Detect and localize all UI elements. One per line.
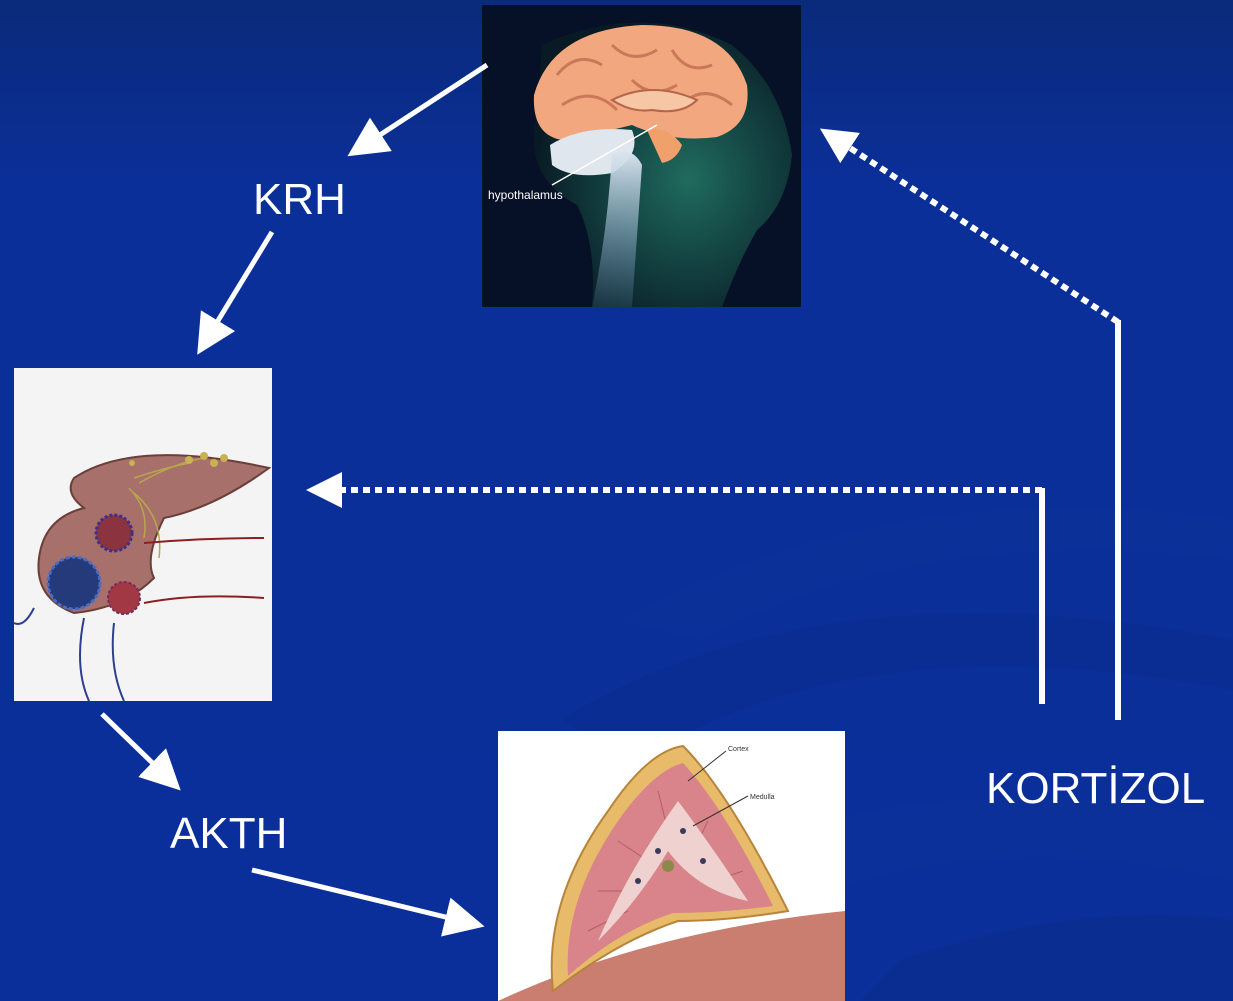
krh-label: KRH — [253, 178, 346, 222]
arrow-akth-to-adrenal — [252, 870, 470, 923]
kortizol-label: KORTİZOL — [986, 767, 1205, 811]
akth-label: AKTH — [170, 812, 287, 856]
feedback-arrow-to-brain — [830, 135, 1118, 322]
arrow-brain-to-krh — [360, 65, 487, 148]
arrow-krh-to-pituitary — [205, 232, 272, 342]
arrow-pituitary-to-akth — [102, 714, 170, 780]
